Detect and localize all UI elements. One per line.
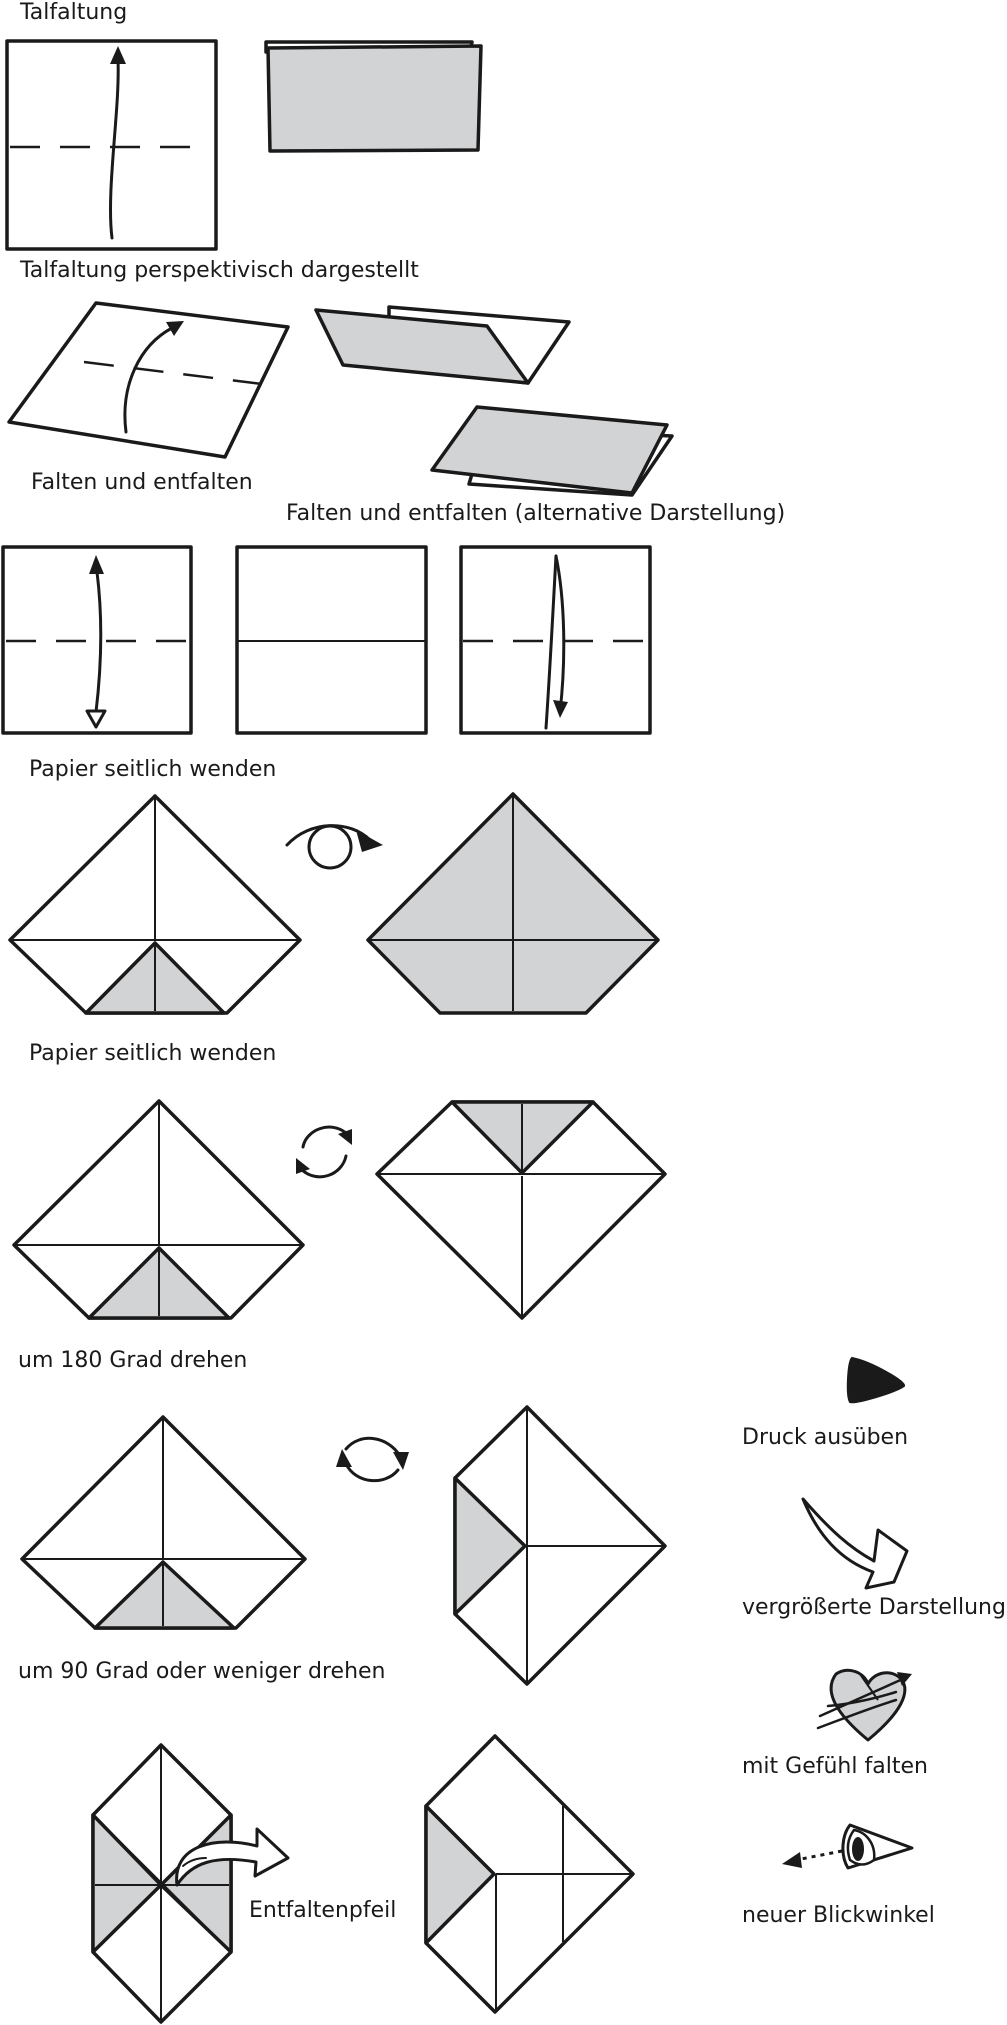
flip-cycle-icon[interactable] <box>296 1125 352 1179</box>
label-unfold-arrow: Entfaltenpfeil <box>249 1898 397 1923</box>
turn-over-front <box>8 794 302 1015</box>
turn-over-2-front <box>12 1099 305 1320</box>
perspective-fold-result <box>430 405 674 497</box>
label-valley-fold-perspective: Talfaltung perspektivisch dargestellt <box>20 258 419 283</box>
turn-over-2-result <box>375 1100 667 1320</box>
label-fold-unfold-alt: Falten und entfalten (alternative Darste… <box>286 501 786 526</box>
enlarged-view-icon <box>801 1497 909 1590</box>
perspective-fold-progress <box>314 305 571 385</box>
fold-unfold-square <box>1 545 193 735</box>
apply-pressure-icon <box>846 1356 906 1404</box>
valley-fold-square <box>5 39 218 251</box>
new-viewpoint-eye-icon <box>782 1823 914 1870</box>
rotate-180-result <box>453 1405 667 1686</box>
label-fold-with-feeling: mit Gefühl falten <box>742 1754 928 1779</box>
valley-fold-result <box>264 40 483 153</box>
unfold-arrow-model <box>91 1743 233 2024</box>
rotate-icon[interactable] <box>336 1436 409 1483</box>
turn-over-back <box>366 792 660 1015</box>
label-apply-pressure: Druck ausüben <box>742 1425 909 1450</box>
label-rotate-180: um 180 Grad drehen <box>18 1348 248 1373</box>
unfold-arrow-result <box>424 1734 635 2014</box>
label-new-viewpoint: neuer Blickwinkel <box>742 1903 935 1928</box>
label-valley-fold: Talfaltung <box>20 0 128 25</box>
turn-over-icon[interactable] <box>285 824 383 870</box>
label-fold-unfold: Falten und entfalten <box>31 470 253 495</box>
fold-unfold-alt-square <box>459 545 652 735</box>
label-turn-over-1: Papier seitlich wenden <box>29 757 277 782</box>
label-rotate-90: um 90 Grad oder weniger drehen <box>18 1659 386 1684</box>
fold-with-feeling-heart-icon <box>816 1668 912 1742</box>
rotate-180-front <box>20 1415 307 1630</box>
label-enlarged-view: vergrößerte Darstellung <box>742 1595 1006 1620</box>
crease-square <box>235 545 428 735</box>
perspective-fold-sheet <box>7 301 290 459</box>
label-turn-over-2: Papier seitlich wenden <box>29 1041 277 1066</box>
unfold-arrow-icon[interactable] <box>175 1827 290 1887</box>
